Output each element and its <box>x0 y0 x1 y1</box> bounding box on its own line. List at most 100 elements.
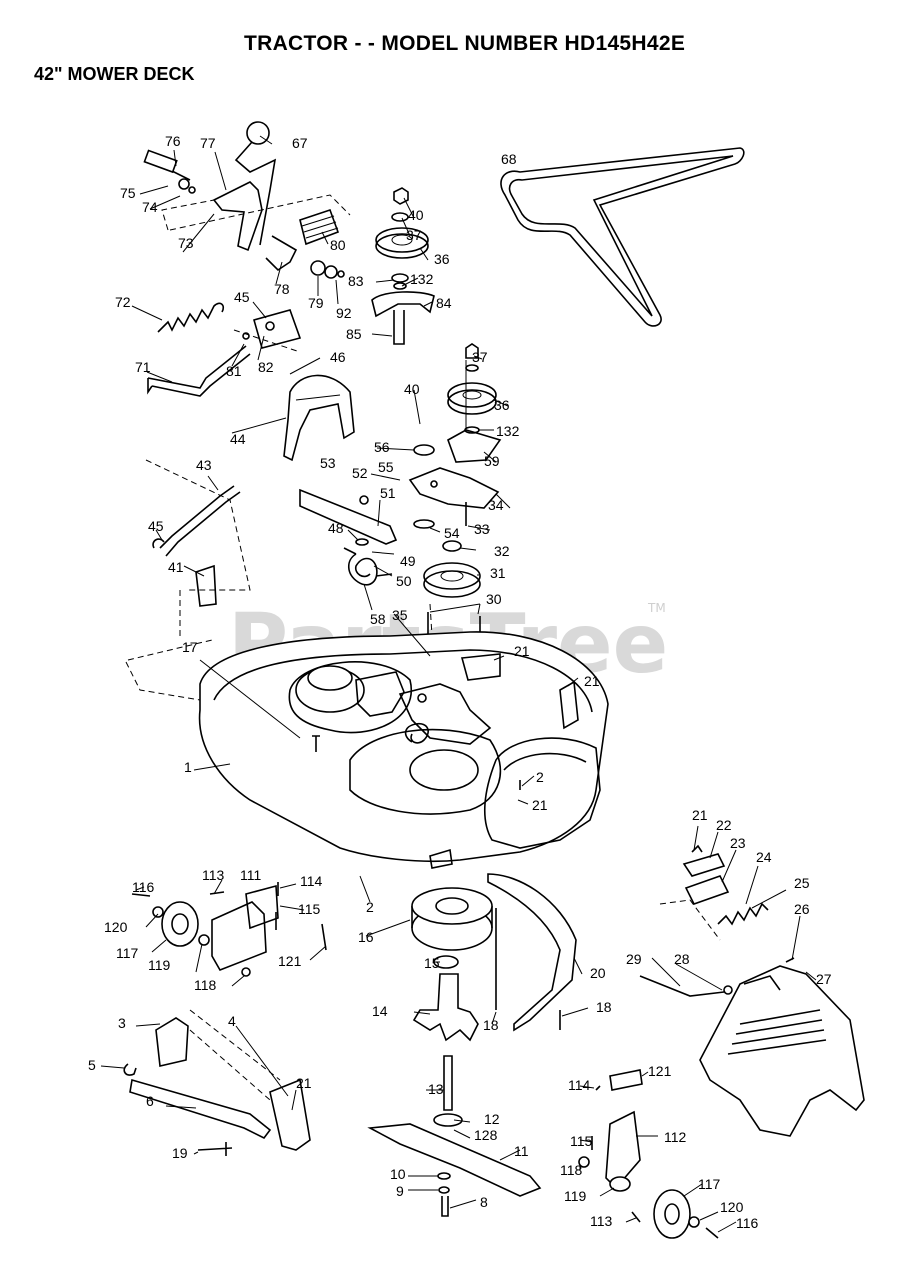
callout-120: 120 <box>104 919 128 935</box>
callout-20: 20 <box>590 965 606 981</box>
watermark-trademark: TM <box>647 601 666 615</box>
bracket-82[interactable] <box>233 309 302 353</box>
callout-49: 49 <box>400 553 416 569</box>
callout-117: 117 <box>116 945 139 961</box>
mower-deck[interactable] <box>125 631 609 869</box>
callout-50: 50 <box>396 573 412 589</box>
callout-116: 116 <box>736 1215 759 1231</box>
callout-6: 6 <box>146 1093 154 1109</box>
callout-116: 116 <box>132 879 155 895</box>
callout-79: 79 <box>308 295 324 311</box>
callout-76: 76 <box>165 133 181 149</box>
callout-75: 75 <box>120 185 136 201</box>
callout-77: 77 <box>200 135 216 151</box>
callout-30: 30 <box>486 591 502 607</box>
callout-114: 114 <box>568 1077 591 1093</box>
lift-link-43[interactable] <box>145 459 251 640</box>
callout-113: 113 <box>590 1213 613 1229</box>
callout-9: 9 <box>396 1183 404 1199</box>
callout-67: 67 <box>292 135 308 151</box>
callout-44: 44 <box>230 431 246 447</box>
callout-73: 73 <box>178 235 194 251</box>
callout-121: 121 <box>278 953 302 969</box>
callout-119: 119 <box>564 1188 587 1204</box>
callout-48: 48 <box>328 520 344 536</box>
callout-115: 115 <box>298 901 321 917</box>
lift-link-71[interactable] <box>147 345 251 397</box>
callout-19: 19 <box>172 1145 188 1161</box>
callout-1: 1 <box>184 759 192 775</box>
callout-22: 22 <box>716 817 732 833</box>
callout-10: 10 <box>390 1166 406 1182</box>
callout-128: 128 <box>474 1127 498 1143</box>
callout-132: 132 <box>410 271 434 287</box>
callout-92: 92 <box>336 305 352 321</box>
callout-5: 5 <box>88 1057 96 1073</box>
callout-115: 115 <box>570 1133 593 1149</box>
callout-81: 81 <box>226 363 242 379</box>
callout-8: 8 <box>480 1194 488 1210</box>
callout-72: 72 <box>115 294 131 310</box>
callout-23: 23 <box>730 835 746 851</box>
callout-71: 71 <box>135 359 151 375</box>
callout-118: 118 <box>194 977 217 993</box>
idler-arm-53[interactable] <box>299 488 398 586</box>
callout-113: 113 <box>202 867 225 883</box>
spindle-assembly[interactable] <box>367 887 542 1217</box>
callout-85: 85 <box>346 326 362 342</box>
gauge-wheel-right[interactable] <box>578 1069 719 1239</box>
idler-pulley-lower[interactable] <box>408 343 502 598</box>
callout-56: 56 <box>374 439 390 455</box>
gauge-wheel-left[interactable] <box>131 882 327 977</box>
callout-36: 36 <box>494 397 510 413</box>
callout-40: 40 <box>408 207 424 223</box>
discharge-chute[interactable] <box>639 965 865 1137</box>
callout-11: 11 <box>514 1143 529 1159</box>
callout-16: 16 <box>358 929 374 945</box>
belt-cover-44[interactable] <box>283 374 355 462</box>
callout-37: 37 <box>406 227 422 243</box>
callout-74: 74 <box>142 199 158 215</box>
callout-21: 21 <box>514 643 530 659</box>
callout-17: 17 <box>182 639 198 655</box>
leader-lines <box>100 135 817 1233</box>
callout-14: 14 <box>372 1003 388 1019</box>
page-subtitle: 42" MOWER DECK <box>34 64 195 84</box>
callout-58: 58 <box>370 611 386 627</box>
callout-45: 45 <box>234 289 250 305</box>
callout-15: 15 <box>424 955 440 971</box>
callout-4: 4 <box>228 1013 236 1029</box>
callout-18: 18 <box>483 1017 499 1033</box>
callout-83: 83 <box>348 273 364 289</box>
callout-55: 55 <box>378 459 394 475</box>
callout-111: 111 <box>240 867 261 883</box>
callout-121: 121 <box>648 1063 672 1079</box>
callout-25: 25 <box>794 875 810 891</box>
callout-18: 18 <box>596 999 612 1015</box>
page-title: TRACTOR - - MODEL NUMBER HD145H42E <box>244 32 686 55</box>
callout-21: 21 <box>532 797 548 813</box>
callout-40: 40 <box>404 381 420 397</box>
drive-belt[interactable] <box>500 147 745 327</box>
callout-32: 32 <box>494 543 510 559</box>
callout-27: 27 <box>816 971 832 987</box>
lift-lever-assembly[interactable] <box>143 121 351 279</box>
idler-pulley-upper[interactable] <box>371 187 435 345</box>
callout-34: 34 <box>488 497 504 513</box>
chute-bracket-right[interactable] <box>659 844 795 963</box>
baffle-20[interactable] <box>487 873 577 1032</box>
callout-84: 84 <box>436 295 452 311</box>
callout-46: 46 <box>330 349 346 365</box>
callout-68: 68 <box>501 151 517 167</box>
callout-28: 28 <box>674 951 690 967</box>
callout-117: 117 <box>698 1176 721 1192</box>
callout-3: 3 <box>118 1015 126 1031</box>
deck-hanger-bracket[interactable] <box>123 1009 311 1156</box>
spring-72[interactable] <box>157 302 225 333</box>
callout-36: 36 <box>434 251 450 267</box>
callout-45: 45 <box>148 518 164 534</box>
callout-21: 21 <box>692 807 708 823</box>
callout-13: 13 <box>428 1081 444 1097</box>
